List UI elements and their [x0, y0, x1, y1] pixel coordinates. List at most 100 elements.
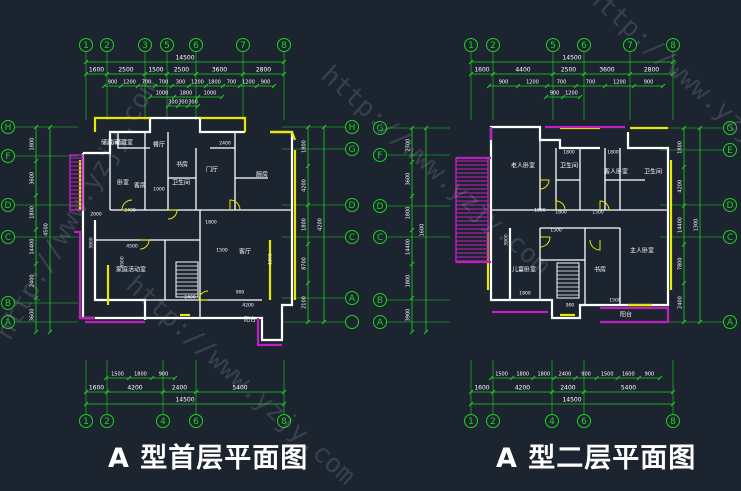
room-label: 阳台 [244, 316, 256, 324]
bottom-axis-1-label: 1 [468, 417, 474, 427]
room-label: 家庭活动室 [116, 266, 146, 274]
door-swing [539, 236, 551, 248]
door-swing [599, 200, 610, 211]
bottom-axis-6-label: 6 [581, 417, 587, 427]
bottom-row2-value: 5400 [232, 385, 247, 392]
dim-tick [195, 94, 201, 100]
dim-tick [152, 83, 158, 89]
bottom-row1-value: 900 [645, 372, 655, 378]
top-axis-2-label: 2 [104, 41, 110, 51]
right-axis-G-circle [345, 142, 359, 156]
dim-tick [509, 375, 515, 381]
dim-tick [681, 319, 687, 325]
top-axis-2-circle [100, 38, 114, 52]
dim-tick [171, 94, 177, 100]
left-axis-H-label: H [5, 123, 12, 133]
right-axis-D-circle [723, 198, 737, 212]
top-row1-value: 1600 [474, 67, 489, 74]
dim-tick [281, 59, 287, 65]
top-row2-value: 700 [586, 80, 596, 86]
bottom-axis-6-label: 6 [193, 417, 199, 427]
inner-dim: 3900 [89, 237, 95, 249]
top-row1-value: 3600 [212, 67, 227, 74]
right-axis-H-circle [345, 120, 359, 134]
top-row3-value: 1000 [156, 91, 169, 97]
dim-tick [627, 71, 633, 77]
door-swing [555, 200, 566, 211]
door-swing [589, 239, 601, 251]
dim-tick [581, 71, 587, 77]
dim-tick [615, 375, 621, 381]
dim-tick [636, 375, 642, 381]
bottom-row1-value: 1500 [111, 372, 124, 378]
room-label: 餐厅 [153, 141, 165, 149]
wall [93, 220, 147, 320]
top-axis-1-label: 1 [468, 41, 474, 51]
dim-tick [305, 241, 311, 247]
top-row2-value: 1200 [613, 80, 626, 86]
left-axis-B-circle [1, 296, 15, 310]
dim-tick [33, 329, 39, 335]
dim-tick [193, 71, 199, 77]
dim-tick [560, 94, 566, 100]
bottom-axis-2-circle [100, 414, 114, 428]
top-row1-value: 2800 [644, 67, 659, 74]
dim-tick [195, 103, 201, 109]
dim-tick [631, 83, 637, 89]
inner-dim: 1500 [550, 228, 562, 234]
bottom-row1-value: 1500 [495, 372, 508, 378]
right-dims-value: 4200 [678, 180, 684, 193]
bottom-axis-2-label: 2 [490, 417, 496, 427]
room-label: 书房 [594, 266, 606, 274]
right-dims-outer-value: 4200 [318, 218, 324, 231]
bottom-row2-value: 4200 [127, 385, 142, 392]
left-dims-value: 3600 [30, 309, 36, 322]
right-dims-value: 1800 [302, 140, 308, 153]
top-axis-8-circle [277, 38, 291, 52]
inner-dim: 2400 [124, 208, 136, 214]
room-label: 主人卧室 [630, 247, 654, 255]
right-dims-value: 2400 [678, 296, 684, 309]
top-row1-value: 1500 [148, 67, 163, 74]
room-label: 卫生间 [644, 168, 662, 176]
bottom-row1-value: 900 [159, 372, 169, 378]
dim-tick [147, 94, 153, 100]
dim-tick [33, 158, 39, 164]
top-axis-5-label: 5 [164, 41, 170, 51]
dim-tick [468, 71, 474, 77]
right-dims-value: 8700 [302, 257, 308, 270]
top-axis-7-label: 7 [627, 41, 633, 51]
top-row2-value: 700 [142, 80, 152, 86]
dim-tick [409, 125, 415, 131]
right-axis-undefined-circle [345, 315, 359, 329]
dim-tick [142, 71, 148, 77]
room-label: 卫生间 [172, 179, 190, 187]
dim-tick [670, 59, 676, 65]
right-axis-C-label: C [349, 233, 355, 243]
dim-tick [670, 389, 676, 395]
left-axis-F-label: F [377, 151, 382, 161]
ground-floor-title: A 型首层平面图 [108, 443, 309, 474]
top-row2-value: 1200 [191, 80, 204, 86]
left-dims-value: 2700 [406, 139, 412, 152]
dim-tick [409, 159, 415, 165]
dim-tick [486, 83, 492, 89]
right-axis-A-label: A [727, 318, 734, 328]
left-dims-value: 3600 [406, 173, 412, 186]
wall [489, 132, 670, 320]
right-axis-A-label: A [349, 294, 356, 304]
dim-tick [681, 164, 687, 170]
door-swing [167, 209, 178, 220]
dim-tick [670, 71, 676, 77]
top-row3-value: 1800 [180, 91, 193, 97]
dim-tick [515, 83, 521, 89]
dim-tick [490, 389, 496, 395]
bottom-row1-value: 2400 [559, 372, 572, 378]
left-axis-F-circle [373, 148, 387, 162]
dim-tick [237, 83, 243, 89]
dim-tick [681, 203, 687, 208]
left-axis-C-circle [1, 230, 15, 244]
dim-tick [594, 375, 599, 381]
top-total-value: 14500 [175, 55, 194, 62]
top-row1-value: 2500 [561, 67, 576, 74]
